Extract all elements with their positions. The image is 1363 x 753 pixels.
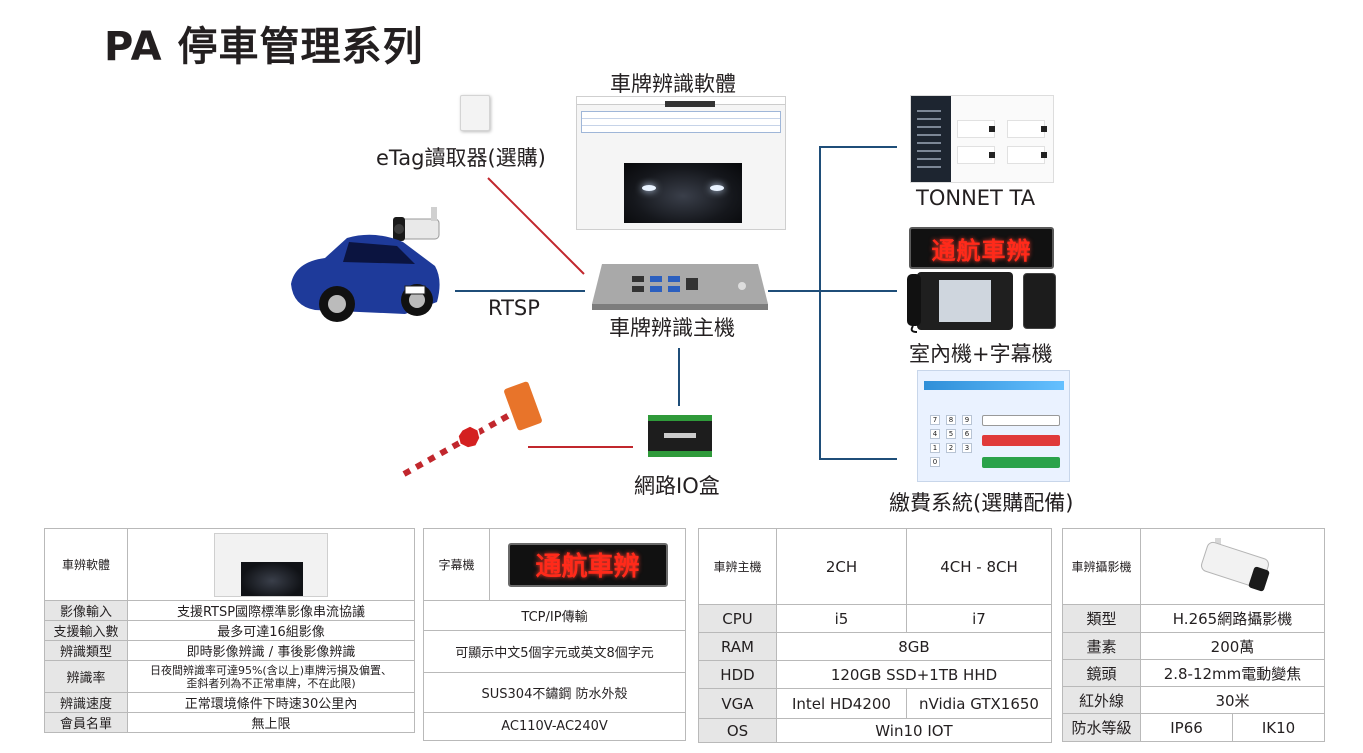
host-row-label: HDD — [698, 660, 777, 689]
led-spec-row: TCP/IP傳輸 — [423, 600, 686, 631]
ip-camera-icon — [393, 207, 440, 241]
software-row-value: 日夜間辨識率可達95%(含以上)車牌污損及偏置、 歪斜者列為不正常車牌，不在此限… — [127, 660, 415, 693]
payment-label: 繳費系統(選購配備) — [889, 491, 1074, 515]
led-table-header: 字幕機 — [423, 528, 490, 601]
host-row-label: VGA — [698, 688, 777, 719]
car-icon — [291, 234, 440, 322]
led-sign-text: 通航車辨 — [931, 236, 1032, 265]
camera-thumbnail — [1140, 528, 1325, 605]
camera-row-value: IK10 — [1232, 713, 1325, 742]
host-table-header: 車辨主機 — [698, 528, 777, 605]
led-thumbnail-text: 通航車辨 — [535, 552, 640, 582]
bus-indoor-line — [819, 290, 897, 292]
io-barrier-line — [528, 446, 633, 448]
host-row-label: CPU — [698, 604, 777, 633]
software-row-label: 支援輸入數 — [44, 620, 128, 641]
tonnet-label: TONNET TA — [916, 186, 1036, 210]
indoor-unit-icon — [907, 272, 1013, 333]
host-label: 車牌辨識主機 — [609, 316, 735, 340]
software-row-label: 辨識速度 — [44, 692, 128, 713]
software-row-value: 支援RTSP國際標準影像串流協議 — [127, 600, 415, 621]
etag-host-line — [487, 177, 585, 275]
software-row-value: 正常環境條件下時速30公里內 — [127, 692, 415, 713]
host-row-value: i7 — [906, 604, 1052, 633]
io-box-icon — [648, 415, 712, 457]
camera-row-value: 30米 — [1140, 686, 1325, 714]
host-row-label: OS — [698, 718, 777, 743]
led-thumbnail: 通航車辨 — [489, 528, 686, 601]
software-spec-table: 車辨軟體 影像輸入 支援RTSP國際標準影像串流協議 支援輸入數 最多可達16組… — [44, 528, 415, 733]
led-spec-table: 字幕機 通航車辨 TCP/IP傳輸 可顯示中文5個字元或英文8個字元 SUS30… — [423, 528, 686, 741]
parking-barrier-icon — [402, 381, 542, 477]
io-box-label: 網路IO盒 — [634, 474, 720, 498]
software-row-value: 無上限 — [127, 712, 415, 733]
host-bus-line — [768, 290, 821, 292]
camera-row-label: 畫素 — [1062, 632, 1141, 660]
tonnet-dashboard-screenshot — [910, 95, 1054, 183]
software-label: 車牌辨識軟體 — [610, 72, 736, 96]
software-thumbnail — [127, 528, 415, 601]
software-row-label: 影像輸入 — [44, 600, 128, 621]
bullet-camera-icon — [1200, 537, 1269, 591]
software-row-label: 辨識率 — [44, 660, 128, 693]
camera-row-value: H.265網路攝影機 — [1140, 604, 1325, 633]
software-row-value: 最多可達16組影像 — [127, 620, 415, 641]
camera-spec-table: 車辨攝影機 類型 H.265網路攝影機 畫素 200萬 鏡頭 2.8-12mm電… — [1062, 528, 1325, 742]
camera-row-value: 2.8-12mm電動變焦 — [1140, 659, 1325, 687]
rtsp-label: RTSP — [488, 296, 540, 320]
software-row-label: 會員名單 — [44, 712, 128, 733]
software-row-value: 即時影像辨識 / 事後影像辨識 — [127, 640, 415, 661]
host-row-value: Win10 IOT — [776, 718, 1052, 743]
camera-row-label: 紅外線 — [1062, 686, 1141, 714]
software-table-header: 車辨軟體 — [44, 528, 128, 601]
led-spec-row: 可顯示中文5個字元或英文8個字元 — [423, 630, 686, 673]
camera-table-header: 車辨攝影機 — [1062, 528, 1141, 605]
host-col-4ch-8ch: 4CH - 8CH — [906, 528, 1052, 605]
page-title: PA 停車管理系列 — [104, 24, 424, 70]
etag-reader-icon — [460, 95, 490, 131]
bus-vertical-line — [819, 146, 821, 460]
camera-row-label: 類型 — [1062, 604, 1141, 633]
bus-payment-line — [819, 458, 897, 460]
host-io-line — [678, 348, 680, 406]
rtsp-line — [455, 290, 585, 292]
led-spec-row: SUS304不鏽鋼 防水外殼 — [423, 672, 686, 713]
led-sign-display: 通航車辨 — [909, 227, 1054, 269]
camera-row-label: 防水等級 — [1062, 713, 1141, 742]
host-row-value: 120GB SSD+1TB HHD — [776, 660, 1052, 689]
camera-row-value: 200萬 — [1140, 632, 1325, 660]
etag-label: eTag讀取器(選購) — [376, 146, 546, 170]
host-row-value: 8GB — [776, 632, 1052, 661]
door-station-icon — [1023, 273, 1056, 329]
host-col-2ch: 2CH — [776, 528, 907, 605]
recognition-rate-line1: 日夜間辨識率可達95%(含以上)車牌污損及偏置、 — [149, 663, 393, 677]
software-screenshot — [576, 96, 786, 230]
host-spec-table: 車辨主機 2CH 4CH - 8CH CPU i5 i7 RAM 8GB HDD… — [698, 528, 1052, 743]
led-spec-row: AC110V-AC240V — [423, 712, 686, 741]
recognition-rate-line2: 歪斜者列為不正常車牌，不在此限) — [186, 676, 356, 690]
host-row-label: RAM — [698, 632, 777, 661]
host-pc-icon — [592, 264, 768, 310]
host-row-value: nVidia GTX1650 — [906, 688, 1052, 719]
host-row-value: Intel HD4200 — [776, 688, 907, 719]
host-row-value: i5 — [776, 604, 907, 633]
bus-tonnet-line — [819, 146, 897, 148]
indoor-label: 室內機+字幕機 — [909, 342, 1053, 366]
camera-row-value: IP66 — [1140, 713, 1233, 742]
camera-row-label: 鏡頭 — [1062, 659, 1141, 687]
software-row-label: 辨識類型 — [44, 640, 128, 661]
